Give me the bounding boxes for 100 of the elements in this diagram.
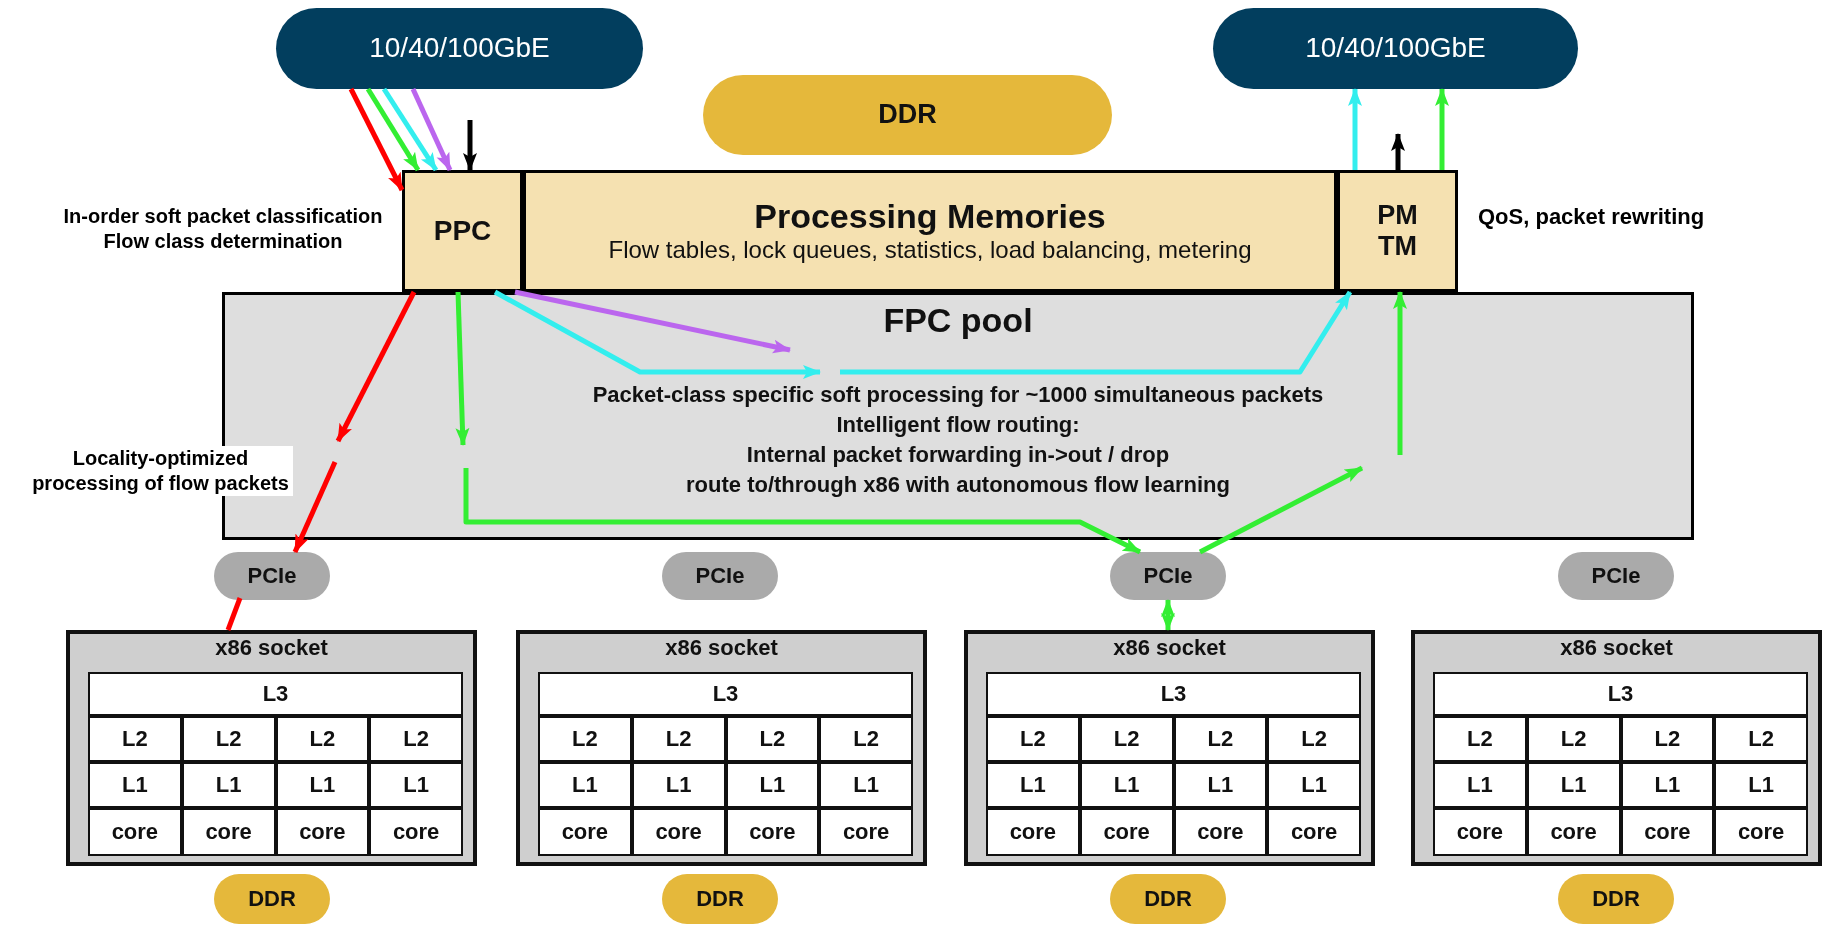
node-title: L2: [1654, 726, 1681, 752]
cache-cell: [538, 672, 913, 716]
node-title: L1: [122, 772, 148, 798]
annotation-text: In-order soft packet classification Flow class determination: [62, 204, 384, 254]
processing-unit-box: [1337, 170, 1458, 292]
cache-cell: [986, 672, 1361, 716]
pcie-pill: [214, 552, 330, 600]
cache-cell: [631, 762, 726, 808]
node-title: core: [1644, 819, 1691, 845]
arrow: [1348, 88, 1362, 170]
cache-cell: [1714, 762, 1808, 808]
node-title: L1: [853, 772, 879, 798]
memory-pill: [214, 874, 330, 924]
node-title: L2: [572, 726, 598, 752]
pcie-pill: [1558, 552, 1674, 600]
arrow: [410, 87, 453, 172]
arrow: [514, 289, 791, 354]
memory-pill: [1558, 874, 1674, 924]
arrow: [365, 87, 421, 172]
node-title: PCIe: [247, 563, 297, 589]
node-title: DDR: [248, 886, 296, 912]
cache-cell: [819, 762, 913, 808]
connector-line: [225, 597, 243, 631]
node-title: core: [392, 819, 440, 845]
cache-cell: [181, 716, 276, 762]
cache-cell: [88, 716, 182, 762]
node-title: PCIe: [1591, 563, 1641, 589]
cache-cell: [275, 762, 370, 808]
node-title: core: [1103, 819, 1150, 845]
cache-cell: [986, 716, 1080, 762]
arrow: [1393, 291, 1407, 455]
node-title: x86 socket: [1113, 635, 1226, 661]
node-title: L2: [403, 726, 429, 752]
node-title: x86 socket: [665, 635, 778, 661]
core-cell: [1173, 808, 1268, 856]
core-cell: [1079, 808, 1174, 856]
core-cell: [369, 808, 463, 856]
cache-cell: [369, 716, 463, 762]
arrow: [381, 87, 439, 172]
node-description: Flow tables, lock queues, statistics, load balancing, metering: [608, 236, 1252, 265]
node-title: core: [1737, 819, 1785, 845]
node-title: PCIe: [1143, 563, 1193, 589]
node-title: L1: [1207, 772, 1234, 798]
node-title: core: [655, 819, 702, 845]
node-title: core: [205, 819, 252, 845]
cache-cell: [1714, 716, 1808, 762]
cache-cell: [1620, 762, 1715, 808]
node-title: core: [561, 819, 609, 845]
processing-unit-box: [402, 170, 523, 292]
cache-cell: [1173, 762, 1268, 808]
node-title: L2: [853, 726, 879, 752]
node-title: L1: [1654, 772, 1681, 798]
node-title: DDR: [1144, 886, 1192, 912]
core-cell: [275, 808, 370, 856]
arrow: [463, 120, 477, 171]
node-title: PPC: [433, 214, 492, 248]
node-title: L2: [665, 726, 692, 752]
cache-cell: [1079, 716, 1174, 762]
node-description: Intelligent flow routing:: [836, 411, 1080, 440]
cpu-socket-panel: [964, 630, 1375, 866]
arrow: [463, 468, 1142, 555]
node-title: L1: [1113, 772, 1140, 798]
cache-cell: [1173, 716, 1268, 762]
cache-cell: [181, 762, 276, 808]
node-title: L3: [1607, 681, 1634, 707]
arrow: [1435, 88, 1449, 170]
arrow: [292, 461, 338, 553]
node-title: x86 socket: [1560, 635, 1673, 661]
core-cell: [1526, 808, 1621, 856]
node-title: L1: [309, 772, 336, 798]
node-title: Processing Memories: [754, 197, 1106, 237]
cache-cell: [1620, 716, 1715, 762]
cpu-socket-panel: [66, 630, 477, 866]
arrow: [1198, 465, 1364, 555]
core-cell: [1620, 808, 1715, 856]
node-title: L2: [759, 726, 786, 752]
core-cell: [88, 808, 182, 856]
node-title: L2: [122, 726, 148, 752]
node-title: x86 socket: [215, 635, 328, 661]
core-cell: [1267, 808, 1361, 856]
node-title: L3: [712, 681, 739, 707]
cache-cell: [1433, 762, 1527, 808]
node-title: L2: [1301, 726, 1327, 752]
arrow: [1391, 133, 1405, 170]
node-title: core: [749, 819, 796, 845]
cache-cell: [725, 716, 820, 762]
node-title: L3: [1160, 681, 1187, 707]
cpu-socket-panel: [516, 630, 927, 866]
core-cell: [181, 808, 276, 856]
node-description: route to/through x86 with autonomous flow learning: [686, 471, 1230, 500]
node-title: L3: [262, 681, 289, 707]
node-title: L2: [1020, 726, 1046, 752]
annotation-text: QoS, packet rewriting: [1478, 203, 1706, 231]
cache-cell: [1267, 762, 1361, 808]
pcie-pill: [1110, 552, 1226, 600]
cache-cell: [1079, 762, 1174, 808]
node-title: 10/40/100GbE: [369, 32, 550, 65]
memory-block: [523, 170, 1337, 292]
cache-cell: [631, 716, 726, 762]
node-title: L1: [1748, 772, 1774, 798]
